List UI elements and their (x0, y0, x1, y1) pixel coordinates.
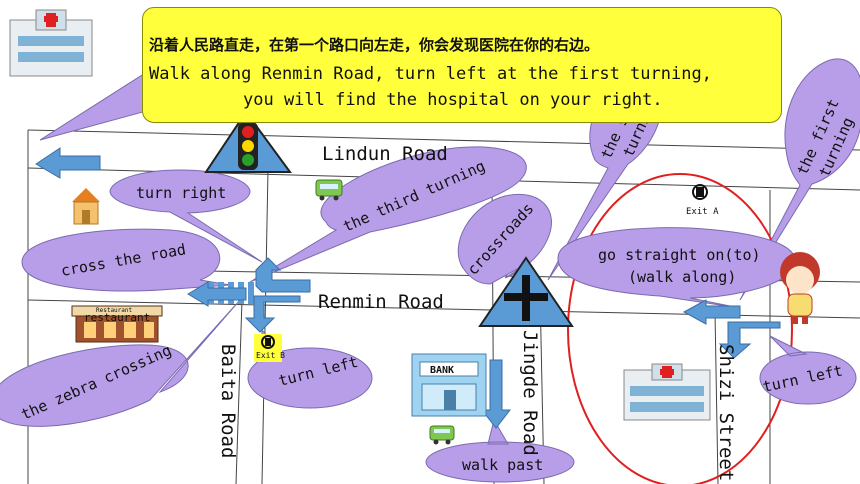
jingde-road-label: Jingde Road (519, 330, 541, 456)
instruction-english-line2: you will find the hospital on your right… (243, 90, 663, 110)
first-turning-bubble (739, 58, 860, 301)
arrow-turn-right-icon (255, 257, 311, 293)
instruction-english-line1: Walk along Renmin Road, turn left at the… (149, 64, 712, 84)
bubbles (0, 58, 860, 483)
cross-road-bubble (21, 228, 231, 292)
banner-pointer-bubble (39, 69, 151, 141)
restaurant-label: restaurant (84, 311, 150, 324)
go-straight-text-2: (walk along) (628, 268, 736, 286)
house-icon (72, 188, 100, 225)
turn-left-bubble-2 (759, 335, 857, 405)
instruction-chinese: 沿着人民路直走，在第一个路口向左走，你会发现医院在你的右边。 (149, 36, 600, 54)
route-oval (567, 173, 793, 484)
exit-b-label: Exit B (256, 351, 285, 360)
arrow-turn-left-shizi-icon (718, 321, 781, 359)
go-straight-text-1: go straight on(to) (598, 246, 761, 264)
arrow-turn-left-icon (244, 295, 301, 333)
turn-right-bubble (109, 169, 263, 263)
arrow-left-lindun-icon (35, 147, 101, 179)
shizi-street-label: Shizi Street (715, 344, 737, 481)
walk-past-bubble (425, 418, 575, 483)
instruction-banner: 沿着人民路直走，在第一个路口向左走，你会发现医院在你的右边。 Walk alon… (142, 7, 782, 123)
turn-right-text: turn right (136, 184, 226, 202)
arrow-down-jingde-icon (480, 359, 512, 429)
baita-road-label: Baita Road (217, 344, 239, 458)
arrow-left-shizi-icon (682, 299, 741, 325)
destination-hospital-icon (623, 363, 711, 421)
walk-past-text: walk past (462, 456, 543, 474)
bus-icon (315, 179, 343, 201)
girl-icon (780, 252, 820, 324)
bus-icon-2 (429, 425, 455, 445)
lindun-road-label: Lindun Road (322, 143, 448, 165)
restaurant-sign-label: Restaurant (96, 307, 133, 314)
crossroads-sign-icon (478, 256, 574, 327)
metro-exit-a-icon (692, 184, 708, 200)
renmin-road-label: Renmin Road (318, 291, 444, 313)
exit-a-label: Exit A (686, 207, 719, 217)
third-turning-bubble (249, 146, 527, 283)
direction-arrows (35, 147, 781, 429)
bank-label: BANK (430, 365, 454, 376)
traffic-light-icon (204, 110, 292, 173)
zebra-bubble (0, 299, 241, 427)
restaurant-icon (71, 305, 163, 343)
bank-icon (411, 353, 487, 417)
hospital-icon (9, 9, 93, 77)
metro-exit-b-icon (254, 334, 282, 362)
arrow-left-renmin-icon (187, 281, 247, 307)
